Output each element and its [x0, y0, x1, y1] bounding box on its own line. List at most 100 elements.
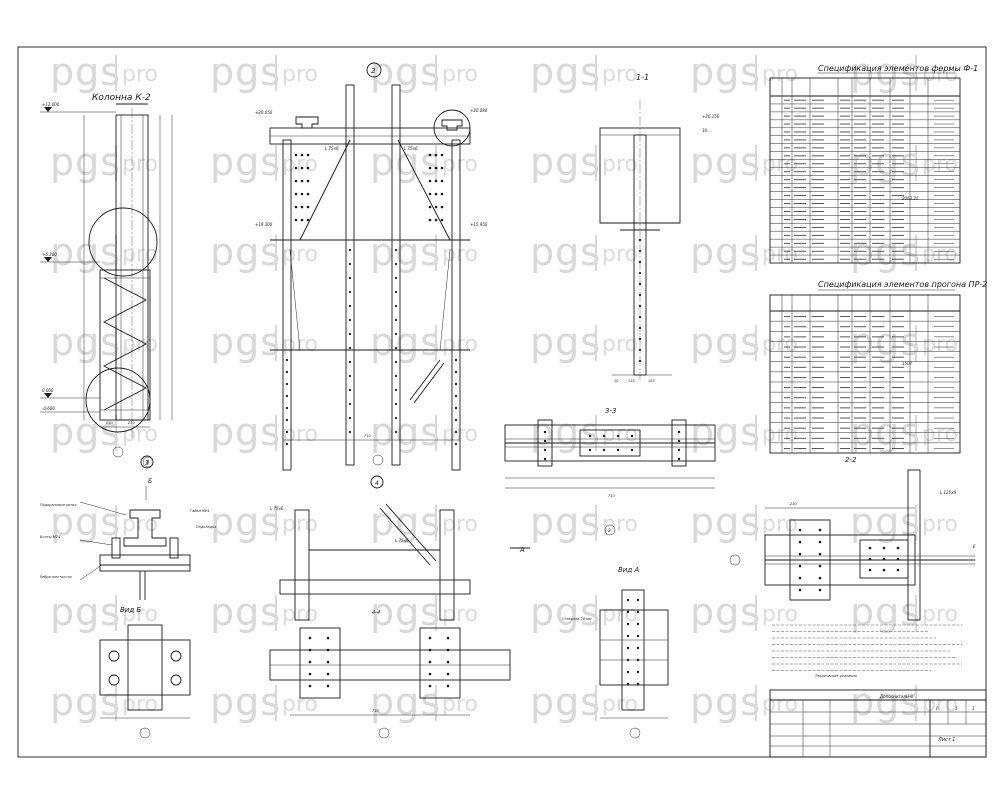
- svg-text:pgs: pgs: [370, 320, 441, 364]
- svg-text:pgs: pgs: [370, 680, 441, 724]
- svg-text:Подкладка: Подкладка: [196, 525, 216, 529]
- svg-text:pro: pro: [122, 512, 158, 537]
- svg-text:+15.950: +15.950: [470, 222, 488, 227]
- view-a: Вид А Y нижнее 20 мм: [562, 566, 669, 739]
- svg-text:pro: pro: [922, 602, 958, 627]
- svg-text:pro: pro: [442, 512, 478, 537]
- spec-purlin-total: 1507: [902, 361, 913, 366]
- svg-text:250: 250: [106, 421, 113, 425]
- svg-text:L 125x8: L 125x8: [940, 490, 957, 495]
- svg-text:0.000: 0.000: [42, 388, 54, 393]
- svg-text:pgs: pgs: [210, 500, 281, 544]
- svg-text:pgs: pgs: [690, 140, 761, 184]
- svg-text:Гайки M24: Гайки M24: [190, 509, 209, 513]
- svg-text:pro: pro: [282, 332, 318, 357]
- node-2-view: 2 710 +20.050 +19.300 +20.080 +15.950: [255, 62, 488, 471]
- svg-text:250: 250: [128, 421, 135, 425]
- svg-text:pgs: pgs: [370, 410, 441, 454]
- sheet-frame: [17, 46, 987, 758]
- svg-text:pgs: pgs: [210, 410, 281, 454]
- svg-text:pgs: pgs: [690, 500, 761, 544]
- svg-text:pgs: pgs: [690, 50, 761, 94]
- svg-text:pro: pro: [282, 602, 318, 627]
- svg-text:pro: pro: [122, 62, 158, 87]
- column-k2-view: Колонна К-2 +12.000 +6.300 0.000 -0.600 …: [40, 93, 173, 468]
- node-3-view: 3 Б Подкрановые рельс Болты M24 Ребра же…: [40, 455, 216, 600]
- svg-text:pgs: pgs: [530, 230, 601, 274]
- svg-text:pgs: pgs: [50, 50, 121, 94]
- svg-text:pgs: pgs: [210, 230, 281, 274]
- spec-purlin-grid: [770, 295, 960, 453]
- svg-text:+12.000: +12.000: [42, 102, 60, 107]
- svg-text:pro: pro: [602, 62, 638, 87]
- svg-text:pgs: pgs: [210, 590, 281, 634]
- svg-text:pgs: pgs: [850, 50, 921, 94]
- svg-text:2: 2: [608, 528, 611, 533]
- section-2-2: 2-2 230 L 125x8 E: [729, 456, 976, 621]
- svg-text:+20.050: +20.050: [255, 110, 273, 115]
- svg-text:Болты M24: Болты M24: [40, 535, 60, 539]
- svg-text:pgs: pgs: [850, 590, 921, 634]
- section-3-3-title: 3-3: [605, 407, 616, 415]
- node-4-view: 4 710 4-4 A L 75x6 L 75x6: [269, 475, 530, 739]
- spec-truss-grid: [770, 78, 960, 263]
- svg-text:Подкрановые рельс: Подкрановые рельс: [40, 503, 77, 507]
- svg-text:pgs: pgs: [50, 500, 121, 544]
- svg-text:710: 710: [372, 709, 379, 713]
- svg-text:pro: pro: [282, 242, 318, 267]
- svg-text:pgs: pgs: [850, 320, 921, 364]
- svg-text:A: A: [519, 546, 525, 554]
- svg-text:pro: pro: [282, 62, 318, 87]
- title-stage: Р: [936, 706, 939, 711]
- svg-text:pro: pro: [922, 692, 958, 717]
- svg-text:pro: pro: [122, 332, 158, 357]
- section-4-4-title: 4-4: [372, 610, 380, 616]
- svg-text:+6.300: +6.300: [42, 252, 57, 257]
- svg-text:pro: pro: [762, 422, 798, 447]
- svg-text:pgs: pgs: [210, 50, 281, 94]
- svg-text:pgs: pgs: [50, 230, 121, 274]
- section-3-3: 3-3 710 2: [504, 407, 716, 536]
- svg-text:pro: pro: [122, 602, 158, 627]
- svg-text:pro: pro: [122, 692, 158, 717]
- svg-text:pgs: pgs: [50, 590, 121, 634]
- svg-text:2: 2: [371, 67, 376, 75]
- svg-text:pro: pro: [762, 602, 798, 627]
- svg-text:pgs: pgs: [690, 680, 761, 724]
- svg-text:pro: pro: [922, 332, 958, 357]
- svg-text:pro: pro: [602, 242, 638, 267]
- svg-text:+20.150: +20.150: [702, 114, 720, 119]
- svg-text:pgs: pgs: [530, 140, 601, 184]
- svg-text:pro: pro: [122, 152, 158, 177]
- svg-text:pgs: pgs: [210, 140, 281, 184]
- svg-text:pro: pro: [922, 512, 958, 537]
- view-b-title: Вид Б: [120, 606, 141, 614]
- spec-truss-table: Спецификация элементов фермы Ф-1 2063.25: [769, 64, 978, 264]
- svg-text:pro: pro: [762, 512, 798, 537]
- title-sheet-label: Лист 1: [937, 737, 955, 743]
- svg-text:pgs: pgs: [850, 140, 921, 184]
- svg-text:pro: pro: [122, 422, 158, 447]
- svg-text:pgs: pgs: [530, 50, 601, 94]
- svg-text:Y нижнее 20 мм: Y нижнее 20 мм: [562, 617, 592, 621]
- svg-text:pro: pro: [762, 332, 798, 357]
- svg-text:pgs: pgs: [210, 320, 281, 364]
